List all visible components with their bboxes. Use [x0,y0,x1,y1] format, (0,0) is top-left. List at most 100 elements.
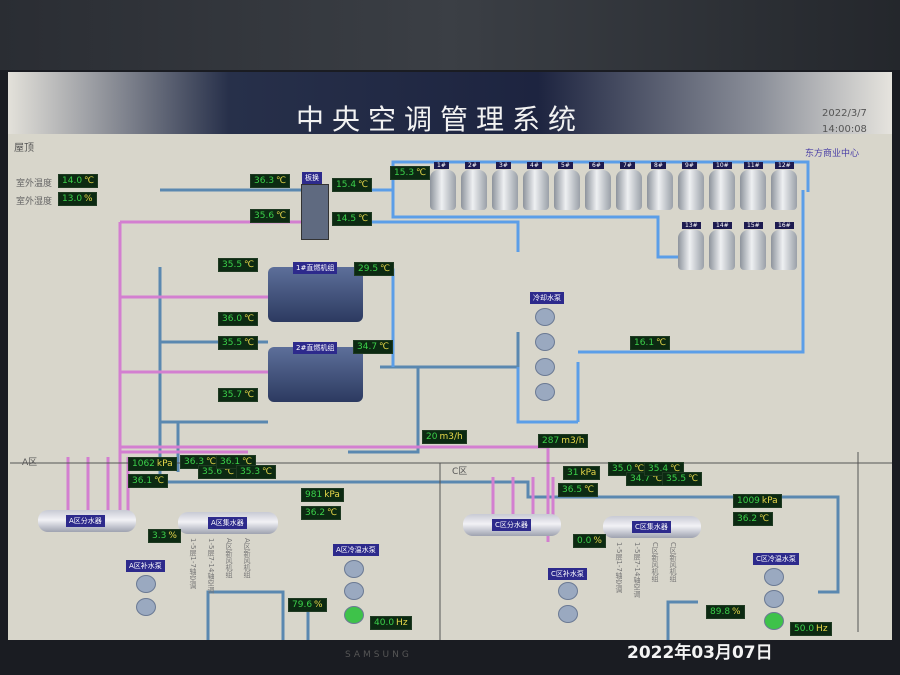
cooling-pump-1[interactable] [535,308,555,326]
cooling-tower-label: 11# [744,162,763,169]
zone-c-return-temp: 36.2℃ [733,512,774,526]
title-bar: 中央空调管理系统 2022/3/7 14:00:08 东方商业中心 [8,72,892,159]
zone-c-distributor-label: C区分水器 [492,519,531,531]
zone-a-supply-temp: 36.1℃ [128,474,169,488]
zone-a-valve-opening: 3.3% [148,529,181,543]
zone-a-circ-pump-3[interactable] [344,606,364,624]
zone-a-branch-2: 1-5层7-14轴空调 [207,538,215,594]
zone-a-collector-label: A区集水器 [208,517,247,529]
cooling-tower-label: 13# [682,222,701,229]
cooling-tower-3[interactable] [492,170,518,210]
zone-c-makeup-pump-2[interactable] [558,605,578,623]
photo-timestamp: 2022年03月07日 [627,643,773,663]
cooling-pump-3[interactable] [535,358,555,376]
scada-screen: 中央空调管理系统 2022/3/7 14:00:08 东方商业中心 屋顶 室外温… [8,72,892,640]
cooling-tower-15[interactable] [740,230,766,270]
cooling-tower-5[interactable] [554,170,580,210]
cooling-tower-13[interactable] [678,230,704,270]
cooling-tower-label: 15# [744,222,763,229]
cooling-tower-2[interactable] [461,170,487,210]
zone-c-pump-valve: 89.8% [706,605,745,619]
zone-a-distributor-label: A区分水器 [66,515,105,527]
cooling-pump-label: 冷却水泵 [530,292,564,304]
cooling-tower-10[interactable] [709,170,735,210]
cooling-tower-11[interactable] [740,170,766,210]
cooling-tower-16[interactable] [771,230,797,270]
cooling-tower-label: 10# [713,162,732,169]
zone-a-branch-4: A区新风机组 [243,538,251,578]
hx-cold-out-temp: 15.4℃ [332,178,373,192]
zone-c-makeup-pump-label: C区补水泵 [548,568,587,580]
chiller-1[interactable] [268,267,363,322]
zone-c-circ-pump-2[interactable] [764,590,784,608]
zone-c-circ-pump-3[interactable] [764,612,784,630]
cooling-tower-label: 16# [775,222,794,229]
company-name: 东方商业中心 [805,149,860,159]
chiller-1-cw-temp: 29.5℃ [354,262,395,276]
cooling-tower-label: 6# [589,162,604,169]
time: 14:00:08 [822,124,867,135]
zone-a-makeup-pump-label: A区补水泵 [126,560,165,572]
zone-c-valve-opening: 0.0% [573,534,606,548]
zone-a-circ-pump-2[interactable] [344,582,364,600]
zone-a-branch-3: A区新风机组 [225,538,233,578]
cooling-tower-9[interactable] [678,170,704,210]
zone-c-branch-3: C区新风机组 [651,542,659,582]
outdoor-humidity-value: 13.0% [58,192,97,206]
zone-c-makeup-pump-1[interactable] [558,582,578,600]
tower-supply-temp: 15.3℃ [390,166,431,180]
zone-c-supply-temp: 36.5℃ [558,483,599,497]
zone-c-label: C区 [452,467,468,477]
chiller-1-in-temp: 35.5℃ [218,258,259,272]
cooling-tower-12[interactable] [771,170,797,210]
outdoor-temp-label: 室外温度 [16,179,53,189]
cooling-tower-label: 7# [620,162,635,169]
cooling-pump-4[interactable] [535,383,555,401]
cooling-tower-label: 2# [465,162,480,169]
zone-a-makeup-pump-1[interactable] [136,575,156,593]
zone-c-circ-pump-1[interactable] [764,568,784,586]
cooling-tower-8[interactable] [647,170,673,210]
heat-exchanger[interactable] [301,184,329,240]
cooling-tower-label: 12# [775,162,794,169]
date: 2022/3/7 [822,108,867,119]
cooling-pump-2[interactable] [535,333,555,351]
cooling-tower-label: 9# [682,162,697,169]
cooling-tower-6[interactable] [585,170,611,210]
outdoor-humidity-label: 室外湿度 [16,197,53,207]
chiller-2[interactable] [268,347,363,402]
cooling-tower-4[interactable] [523,170,549,210]
chiller-2-label: 2#直燃机组 [293,342,338,354]
zone-c-collector-label: C区集水器 [632,521,671,533]
cooling-tower-label: 4# [527,162,542,169]
zone-a-makeup-pump-2[interactable] [136,598,156,616]
zone-c-branch-temp-4: 35.5℃ [662,472,703,486]
chiller-1-label: 1#直燃机组 [293,262,338,274]
cooling-tower-1[interactable] [430,170,456,210]
zone-a-branch-temp-4: 35.3℃ [236,465,277,479]
zone-a-circ-pump-1[interactable] [344,560,364,578]
cooling-tower-7[interactable] [616,170,642,210]
cooling-tower-label: 5# [558,162,573,169]
zone-a-branch-1: 1-5层1-7轴空调 [189,538,197,589]
hx-hot-out-temp: 35.6℃ [250,209,291,223]
zone-a-return-temp: 36.2℃ [301,506,342,520]
background-wall [0,0,900,70]
heat-exchanger-label: 板换 [302,172,322,184]
page-title: 中央空调管理系统 [296,103,585,136]
cooling-tower-label: 8# [651,162,666,169]
chiller-2-out-temp: 35.7℃ [218,388,259,402]
cooling-tower-label: 14# [713,222,732,229]
cooling-tower-14[interactable] [709,230,735,270]
zone-c-circ-pump-label: C区冷温水泵 [753,553,799,565]
zone-c-branch-2: 1-5层7-14轴空调 [633,542,641,598]
zone-a-pump-valve: 79.6% [288,598,327,612]
chiller-1-out-temp: 36.0℃ [218,312,259,326]
